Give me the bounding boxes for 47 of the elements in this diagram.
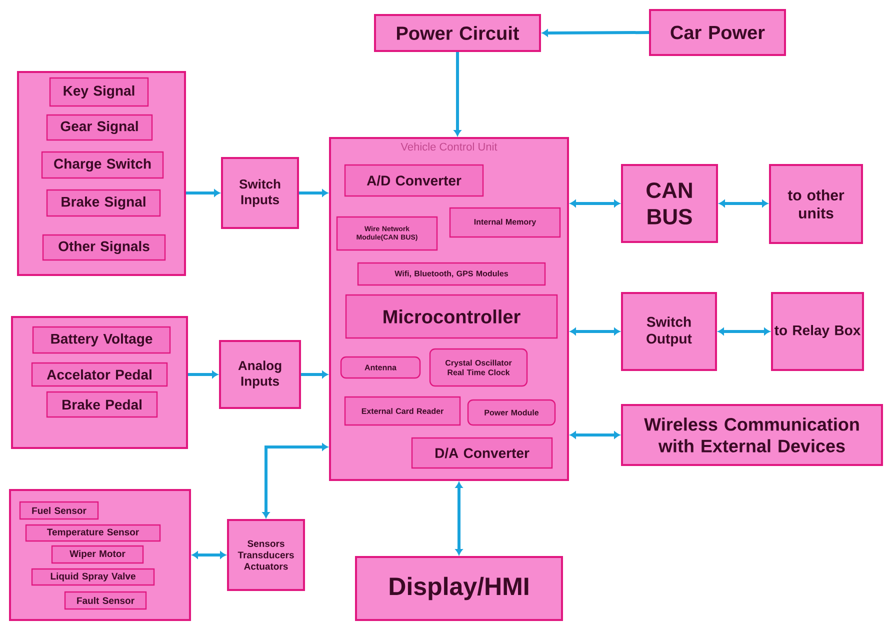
arrow	[188, 370, 218, 378]
block-box: CAN BUS	[621, 164, 718, 243]
block-box: to Relay Box	[771, 292, 864, 371]
block-box: Antenna	[340, 356, 421, 379]
arrow	[570, 431, 620, 438]
block-box: External Card Reader	[344, 396, 461, 426]
block-box: Switch Output	[621, 292, 717, 371]
block-box: Power Module	[467, 399, 556, 426]
block-box: Charge Switch	[41, 151, 164, 179]
block-box: Gear Signal	[46, 114, 153, 141]
arrow	[456, 482, 463, 555]
block-box: Fault Sensor	[64, 591, 147, 610]
block-box: Microcontroller	[345, 294, 558, 339]
block-box: Key Signal	[49, 77, 149, 107]
block-box: Fuel Sensor	[19, 501, 99, 520]
arrow	[570, 200, 620, 207]
arrow	[718, 328, 770, 335]
arrow	[719, 200, 768, 207]
block-box: Analog Inputs	[219, 340, 301, 409]
arrow	[542, 29, 649, 36]
block-box: to other units	[769, 164, 863, 244]
block-box: Brake Pedal	[46, 391, 158, 418]
block-box: Internal Memory	[449, 207, 561, 238]
block-box: A/D Converter	[344, 164, 484, 197]
block-box: Power Circuit	[374, 14, 541, 52]
block-box: Switch Inputs	[221, 157, 299, 229]
block-box: Battery Voltage	[32, 326, 171, 354]
arrow	[192, 551, 226, 558]
block-box: Liquid Spray Valve	[31, 568, 155, 586]
block-box: Wifi, Bluetooth, GPS Modules	[357, 262, 546, 286]
block-box: Wiper Motor	[51, 545, 144, 564]
block-box: Brake Signal	[46, 189, 161, 217]
arrow	[301, 370, 328, 378]
block-box: Crystal Oscillator Real Time Clock	[429, 348, 528, 387]
block-box: Temperature Sensor	[25, 524, 161, 542]
block-box: Accelator Pedal	[31, 362, 168, 387]
arrow	[299, 190, 328, 196]
arrow	[570, 328, 620, 335]
block-box: Sensors Transducers Actuators	[227, 519, 305, 591]
arrow	[454, 52, 462, 136]
block-box: Wireless Communication with External Devices	[621, 404, 883, 466]
arrow	[262, 443, 328, 518]
block-box: D/A Converter	[411, 437, 553, 469]
block-box: Other Signals	[42, 234, 166, 261]
block-box: Car Power	[649, 9, 786, 56]
arrow	[186, 190, 220, 196]
block-box: Display/HMI	[355, 556, 563, 621]
